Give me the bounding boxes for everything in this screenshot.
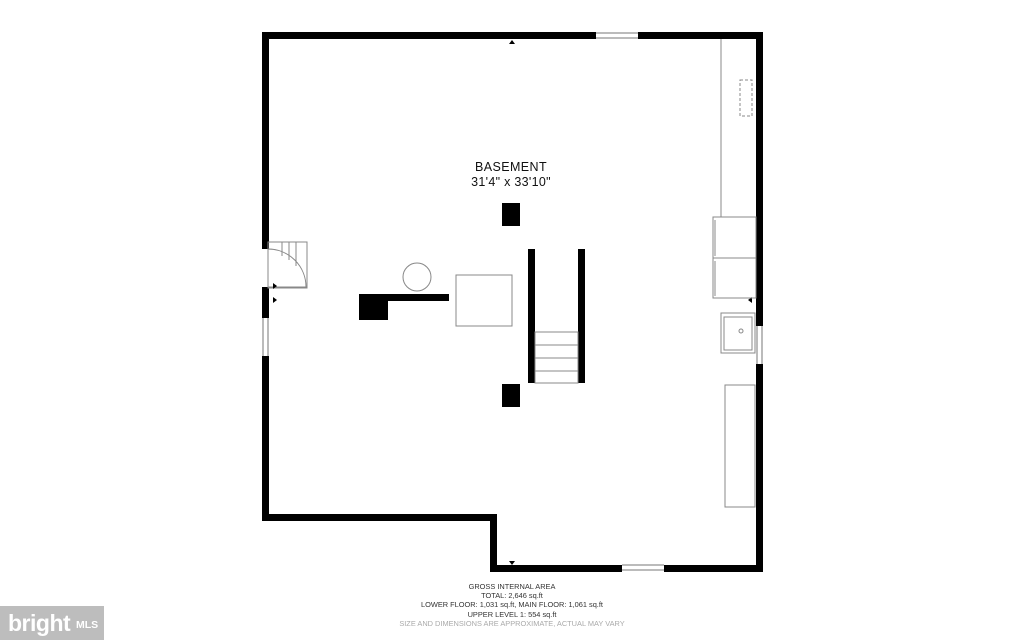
window-right: [754, 326, 765, 364]
window-left: [260, 318, 271, 356]
wall-marker-bottom: [509, 561, 515, 565]
room-name: BASEMENT: [475, 160, 547, 174]
area-upper: UPPER LEVEL 1: 554 sq.ft: [467, 609, 557, 619]
window-bottom: [622, 563, 664, 573]
furnace: [455, 274, 513, 327]
exterior-wall: [262, 32, 763, 572]
counter-run: [712, 39, 757, 299]
room-dimensions: 31'4" x 33'10": [471, 175, 551, 189]
side-door: [260, 241, 308, 289]
area-summary: GROSS INTERNAL AREA TOTAL: 2,646 sq.ft L…: [362, 582, 662, 628]
area-total: TOTAL: 2,646 sq.ft: [481, 591, 543, 601]
wall-marker-left-2: [273, 297, 277, 303]
chimney-block: [359, 294, 449, 320]
area-floors: LOWER FLOOR: 1,031 sq.ft, MAIN FLOOR: 1,…: [421, 600, 603, 610]
brand-mls: MLS: [76, 619, 99, 631]
area-disclaimer: SIZE AND DIMENSIONS ARE APPROXIMATE, ACT…: [399, 618, 625, 628]
bright-mls-logo: bright MLS: [0, 606, 104, 640]
room-label: BASEMENT 31'4" x 33'10": [411, 160, 611, 189]
storage-shelf: [724, 384, 756, 508]
area-heading: GROSS INTERNAL AREA: [468, 582, 556, 591]
wall-marker-left-1: [273, 283, 277, 289]
water-heater: [402, 262, 432, 292]
brand-name: bright: [8, 610, 71, 636]
staircase: [528, 249, 585, 384]
utility-sink: [720, 312, 756, 354]
support-column-upper: [502, 203, 520, 226]
window-top: [596, 31, 638, 41]
support-column-lower: [502, 384, 520, 407]
wall-marker-top: [509, 40, 515, 44]
